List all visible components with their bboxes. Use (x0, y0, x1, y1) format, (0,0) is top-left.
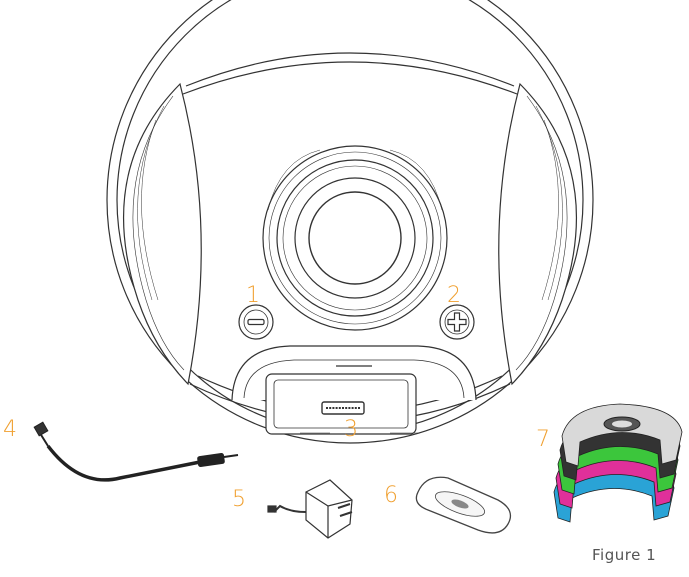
callout-2: 2 (447, 283, 461, 308)
callout-1: 1 (246, 283, 260, 308)
callout-3: 3 (344, 417, 358, 442)
volume-up-button[interactable] (440, 305, 474, 339)
remote-control (416, 477, 510, 533)
faceplate-stack (554, 404, 682, 522)
callout-7: 7 (536, 427, 550, 452)
faceplate-center-ring (612, 421, 632, 428)
speaker-dock (107, 0, 593, 443)
figure-caption: Figure 1 (592, 546, 656, 564)
volume-down-button[interactable] (239, 305, 273, 339)
power-adapter (268, 480, 352, 538)
aux-audio-cable (34, 422, 238, 480)
callout-4: 4 (3, 417, 17, 442)
callout-6: 6 (384, 483, 398, 508)
callout-5: 5 (232, 487, 246, 512)
